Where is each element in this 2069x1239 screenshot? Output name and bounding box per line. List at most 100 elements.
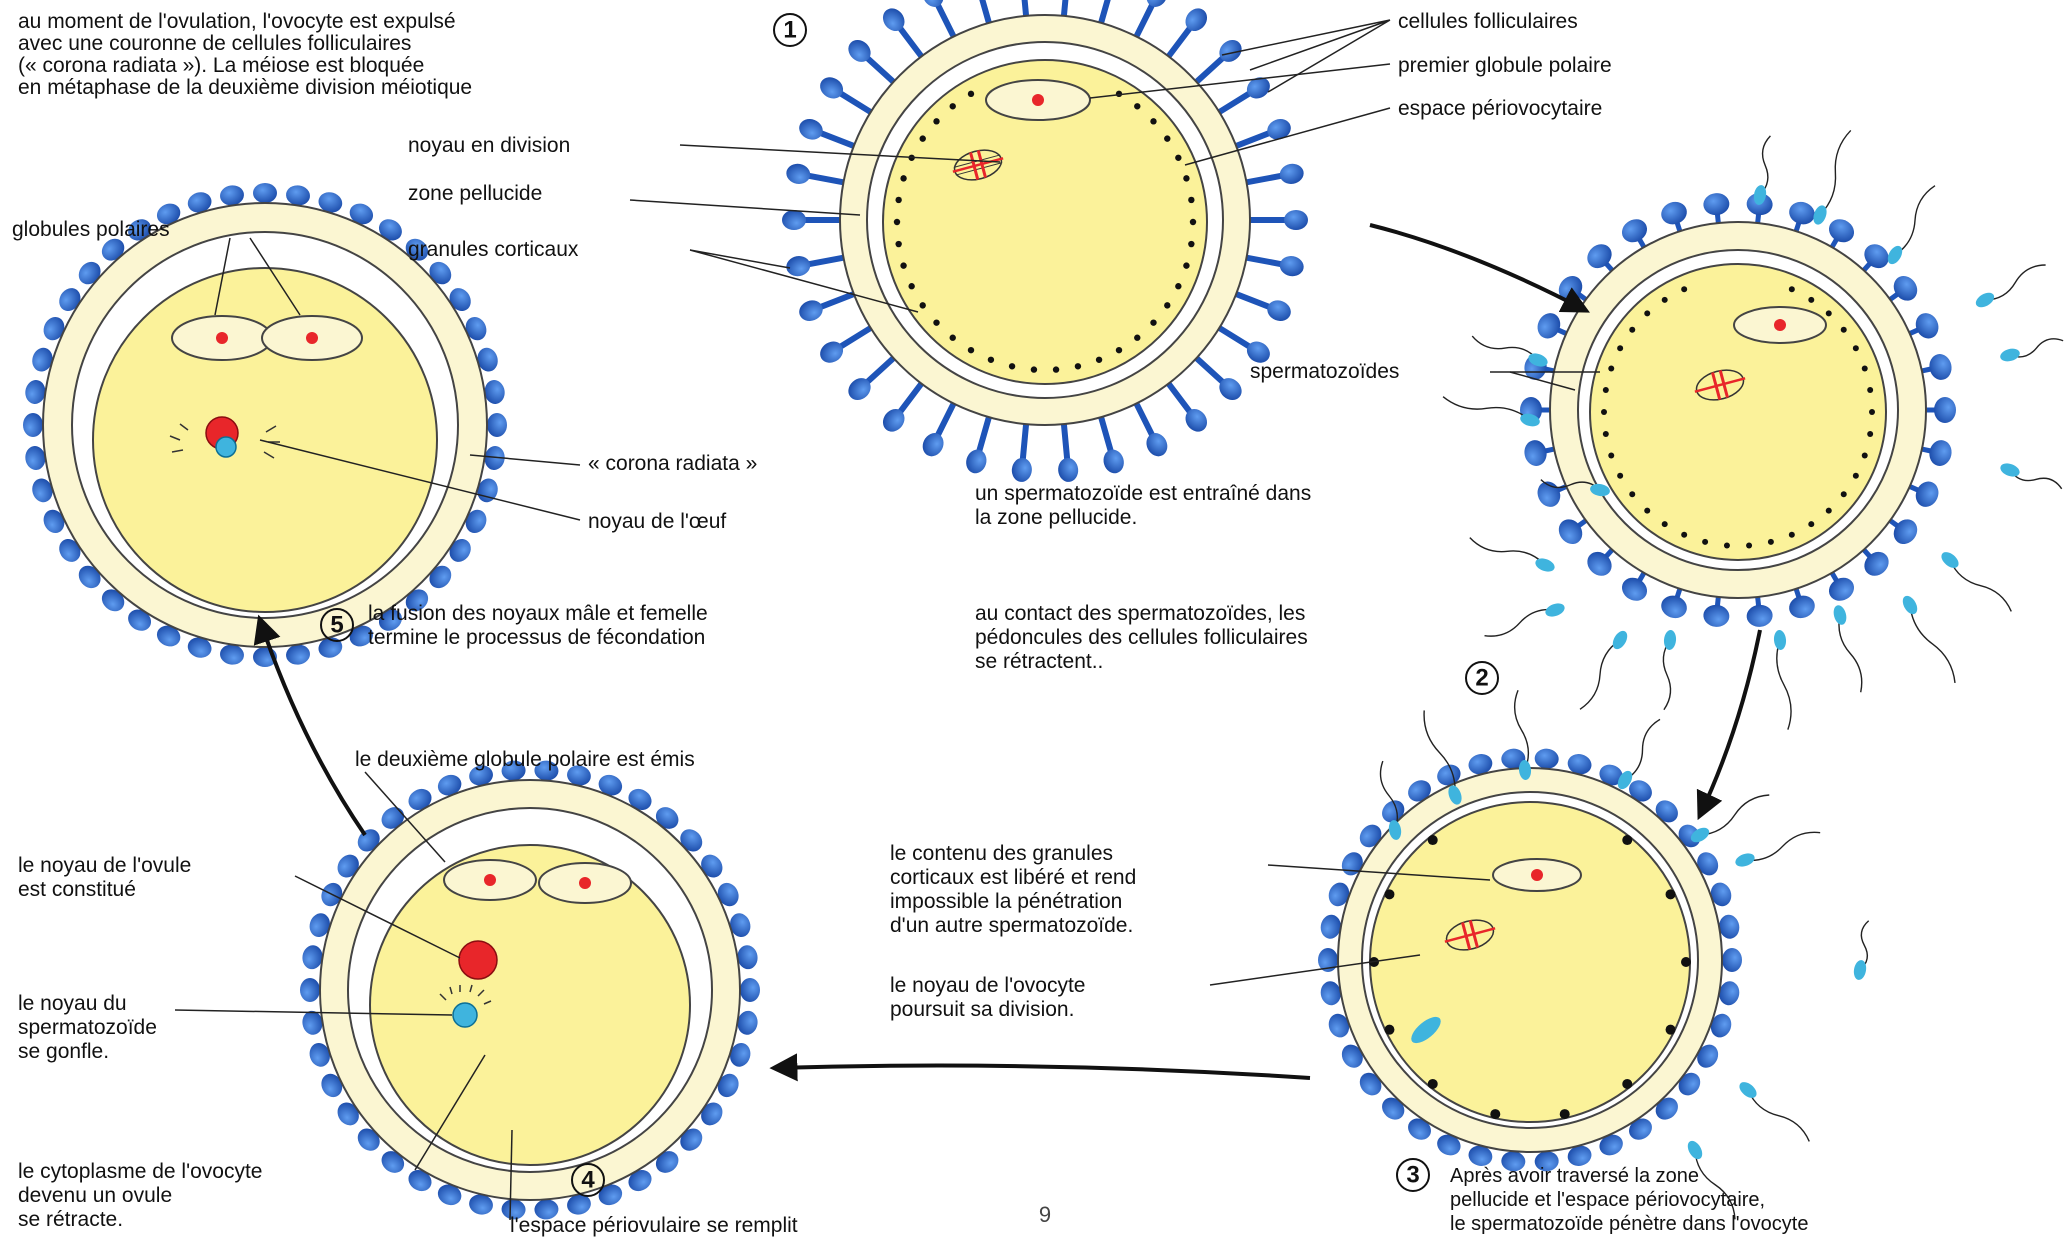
cortical-granule bbox=[1428, 1079, 1438, 1089]
cortical-granule bbox=[1622, 1079, 1632, 1089]
cytoplasm bbox=[1370, 802, 1690, 1122]
sperm-nucleus bbox=[453, 1003, 477, 1027]
cortical-granule bbox=[1183, 175, 1189, 181]
follicular-cell-stalk bbox=[1607, 550, 1612, 556]
stage-2-number: 2 bbox=[1475, 665, 1488, 692]
follicular-cell-stalk bbox=[1677, 589, 1679, 597]
follicular-cell bbox=[1927, 352, 1954, 382]
stage1-intro-line-4: en métaphase de la deuxième division méi… bbox=[18, 76, 472, 99]
follicular-cell-stalk bbox=[1864, 264, 1869, 270]
sperm-head bbox=[1832, 604, 1849, 626]
cortical-granule bbox=[933, 118, 939, 124]
cortical-granule bbox=[1009, 363, 1015, 369]
cortical-granule bbox=[1808, 521, 1814, 527]
follicular-cell-stalk bbox=[1135, 2, 1153, 38]
follicular-cell-stalk bbox=[937, 2, 955, 38]
sperm-head bbox=[1999, 461, 2022, 479]
follicular-cell-stalk bbox=[1640, 573, 1644, 580]
egg-stage-2 bbox=[1443, 130, 2063, 729]
follicular-cell bbox=[1786, 592, 1818, 621]
stage4-ovule-line-1: le noyau de l'ovule bbox=[18, 854, 191, 877]
follicular-cell-stalk bbox=[1607, 264, 1612, 270]
label-deuxieme-globule: le deuxième globule polaire est émis bbox=[355, 748, 695, 771]
stage3-granules-line-3: impossible la pénétration bbox=[890, 890, 1122, 913]
sperm-head bbox=[1938, 549, 1961, 571]
cortical-granule bbox=[1644, 310, 1650, 316]
cortical-granule bbox=[1666, 1025, 1676, 1035]
cortical-granule bbox=[1862, 365, 1868, 371]
cortical-granule bbox=[1031, 366, 1037, 372]
arrow-3-to-4 bbox=[775, 1066, 1310, 1078]
follicular-cell-stalk bbox=[1135, 402, 1153, 438]
cortical-granule bbox=[1681, 532, 1687, 538]
stage3-caption-line-1: Après avoir traversé la zone bbox=[1450, 1165, 1699, 1187]
follicular-cell bbox=[1534, 309, 1565, 342]
label-spermatozoides: spermatozoïdes bbox=[1250, 360, 1399, 383]
follicular-cell-stalk bbox=[1796, 224, 1798, 232]
cortical-granule bbox=[920, 302, 926, 308]
stage2-text-b-line-2: pédoncules des cellules folliculaires bbox=[975, 626, 1308, 649]
label-granules-corticaux: granules corticaux bbox=[408, 238, 579, 261]
polar-body-nucleus bbox=[484, 874, 496, 886]
stage3-granules-line-1: le contenu des granules bbox=[890, 842, 1113, 865]
cortical-granule bbox=[1053, 366, 1059, 372]
follicular-cell bbox=[1927, 438, 1954, 468]
polar-body-nucleus bbox=[306, 332, 318, 344]
follicular-cell-stalk bbox=[1758, 215, 1759, 223]
cortical-granule bbox=[1164, 302, 1170, 308]
cortical-granule bbox=[1826, 508, 1832, 514]
stage-5-number: 5 bbox=[330, 612, 343, 639]
stage3-caption-line-2: pellucide et l'espace périovocytaire, bbox=[1450, 1189, 1765, 1211]
follicular-cell-stalk bbox=[1195, 357, 1225, 384]
sperm-head bbox=[1973, 290, 1996, 310]
sperm-tail bbox=[1820, 130, 1851, 215]
follicular-cell bbox=[1554, 271, 1587, 305]
ovule-nucleus bbox=[459, 941, 497, 979]
cortical-granule bbox=[1603, 431, 1609, 437]
sperm-head bbox=[1999, 347, 2021, 364]
cortical-granule bbox=[1724, 543, 1730, 549]
follicular-cell-stalk bbox=[838, 327, 872, 348]
stage2-text-b-line-3: se rétractent.. bbox=[975, 650, 1103, 673]
stage-1-number: 1 bbox=[783, 17, 796, 44]
sperm-tail bbox=[1443, 397, 1530, 420]
arrow-4-to-5 bbox=[260, 620, 365, 835]
cortical-granule bbox=[1183, 262, 1189, 268]
follicular-cell bbox=[816, 337, 847, 367]
label-premier-globule-polaire: premier globule polaire bbox=[1398, 54, 1612, 77]
cortical-granule bbox=[1789, 532, 1795, 538]
follicular-cell bbox=[1934, 397, 1956, 423]
cortical-granule bbox=[1862, 453, 1868, 459]
label-espace-periovocytaire: espace périovocytaire bbox=[1398, 97, 1602, 120]
cytoplasm bbox=[370, 845, 690, 1165]
cortical-granule bbox=[894, 219, 900, 225]
sperm-tail bbox=[1700, 795, 1769, 835]
follicular-cell-stalk bbox=[1922, 449, 1930, 451]
cortical-granule bbox=[1629, 491, 1635, 497]
stage5-fusion-line-2: termine le processus de fécondation bbox=[368, 626, 705, 649]
follicular-cell-stalk bbox=[1758, 597, 1759, 605]
follicular-cell-stalk bbox=[1910, 330, 1917, 333]
cortical-granule bbox=[1116, 347, 1122, 353]
stage2-text-a-line-2: la zone pellucide. bbox=[975, 506, 1137, 529]
follicular-cell-stalk bbox=[1245, 175, 1284, 182]
sperm-tail bbox=[1777, 640, 1791, 730]
follicular-cell bbox=[1825, 573, 1859, 605]
follicular-cell-stalk bbox=[1640, 240, 1644, 247]
sperm-tail bbox=[1839, 615, 1862, 692]
follicular-cell-stalk bbox=[818, 132, 855, 146]
stage3-granules-line-4: d'un autre spermatozoïde. bbox=[890, 914, 1133, 937]
cortical-granule bbox=[968, 347, 974, 353]
stage1-intro-line-3: (« corona radiata »). La méiose est bloq… bbox=[18, 54, 424, 77]
egg-stage-1 bbox=[782, 0, 1308, 483]
egg-stage-3 bbox=[1318, 690, 1869, 1219]
polar-body-nucleus bbox=[579, 877, 591, 889]
follicular-cell-stalk bbox=[1579, 295, 1585, 300]
follicular-cell-stalk bbox=[1890, 295, 1896, 300]
cortical-granule bbox=[1490, 1109, 1500, 1119]
cortical-granule bbox=[1428, 835, 1438, 845]
follicular-cell bbox=[796, 116, 826, 143]
follicular-cell-stalk bbox=[1832, 573, 1836, 580]
follicular-cell bbox=[487, 413, 507, 437]
stage3-noyau-line-2: poursuit sa division. bbox=[890, 998, 1074, 1021]
